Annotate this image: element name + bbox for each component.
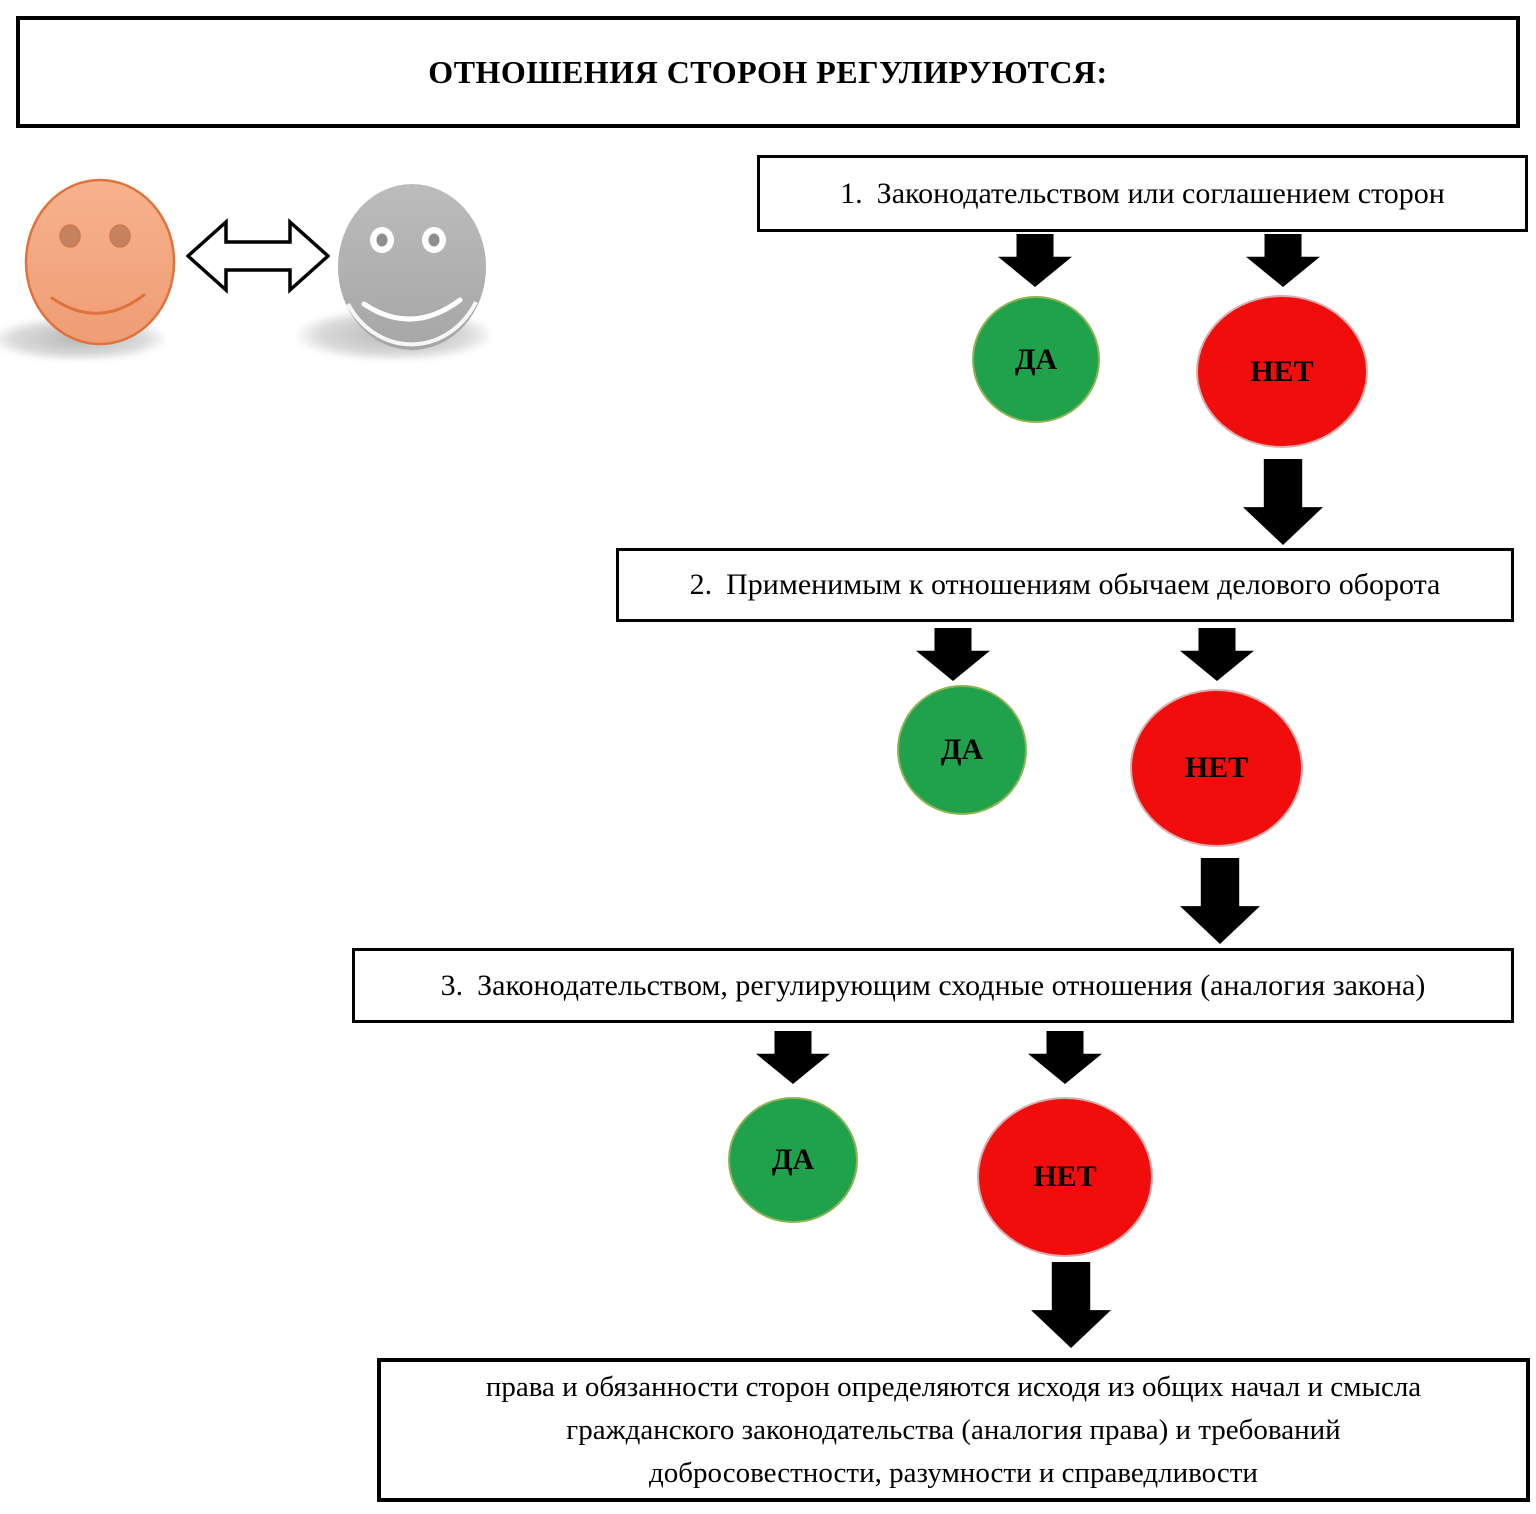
step-3-no-circle: НЕТ <box>977 1097 1153 1257</box>
orange-smiley-icon <box>24 178 176 346</box>
yes-label: ДА <box>771 1143 815 1176</box>
no-label: НЕТ <box>1184 751 1249 784</box>
step-1-label: Законодательством или соглашением сторон <box>876 176 1445 210</box>
down-arrow-icon <box>1246 234 1320 287</box>
no-label: НЕТ <box>1250 354 1314 388</box>
double-arrow-icon <box>186 218 330 294</box>
no-label: НЕТ <box>1033 1160 1097 1193</box>
down-arrow-icon <box>756 1031 830 1084</box>
title-box: ОТНОШЕНИЯ СТОРОН РЕГУЛИРУЮТСЯ: <box>16 16 1520 128</box>
step-2-yes-circle: ДА <box>897 685 1027 815</box>
step-1-box: 1. Законодательством или соглашением сто… <box>757 155 1528 232</box>
conclusion-box: права и обязанности сторон определяются … <box>377 1358 1530 1502</box>
page-title: ОТНОШЕНИЯ СТОРОН РЕГУЛИРУЮТСЯ: <box>428 53 1108 90</box>
down-arrow-icon <box>1180 858 1260 944</box>
step-3-yes-circle: ДА <box>728 1097 858 1223</box>
step-3-number: 3. <box>440 968 464 1002</box>
step-2-no-circle: НЕТ <box>1130 689 1303 847</box>
gray-smiley-icon <box>338 184 486 350</box>
yes-label: ДА <box>940 733 984 766</box>
step-2-label: Применимым к отношениям обычаем делового… <box>726 568 1441 601</box>
down-arrow-icon <box>916 628 990 681</box>
down-arrow-icon <box>1028 1031 1102 1084</box>
step-3-box: 3. Законодательством, регулирующим сходн… <box>352 948 1514 1023</box>
step-1-no-circle: НЕТ <box>1196 295 1368 448</box>
down-arrow-icon <box>1031 1262 1111 1348</box>
step-2-number: 2. <box>689 568 713 601</box>
down-arrow-icon <box>1243 459 1323 545</box>
step-3-label: Законодательством, регулирующим сходные … <box>477 968 1426 1002</box>
step-1-number: 1. <box>840 176 863 210</box>
yes-label: ДА <box>1014 342 1058 376</box>
step-1-yes-circle: ДА <box>972 296 1100 423</box>
conclusion-text: права и обязанности сторон определяются … <box>485 1370 1422 1489</box>
step-2-box: 2. Применимым к отношениям обычаем делов… <box>616 548 1514 622</box>
down-arrow-icon <box>998 234 1072 287</box>
down-arrow-icon <box>1180 628 1254 681</box>
